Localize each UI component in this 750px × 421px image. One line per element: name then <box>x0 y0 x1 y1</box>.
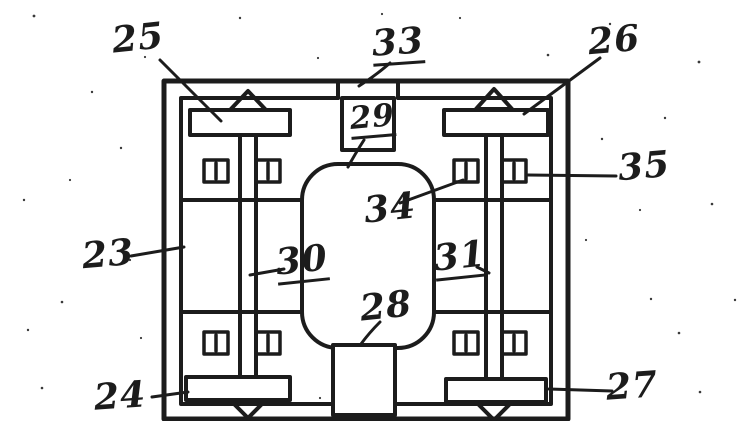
leader-33 <box>357 61 392 88</box>
ref-label-31: 31 <box>431 232 489 282</box>
top-bar-left <box>188 108 292 137</box>
leader-35 <box>526 173 618 178</box>
leader-30 <box>248 267 286 277</box>
square-29 <box>340 96 396 152</box>
leader-27 <box>547 387 614 393</box>
leader-28 <box>359 320 382 346</box>
leader-24 <box>150 390 190 399</box>
ref-label-28: 28 <box>357 282 415 330</box>
ref-label-26: 26 <box>586 16 642 64</box>
leader-31 <box>475 265 491 275</box>
leader-29 <box>346 138 366 169</box>
ref-label-34: 34 <box>361 184 419 232</box>
leader-lines <box>129 56 618 399</box>
inner-wall <box>179 96 553 406</box>
leader-25 <box>158 58 223 123</box>
ref-label-24: 24 <box>92 373 148 419</box>
ref-label-35: 35 <box>616 142 672 190</box>
ref-label-23: 23 <box>80 230 136 278</box>
ref-label-30: 30 <box>273 236 331 286</box>
clamp-blocks <box>202 158 528 356</box>
ref-label-25: 25 <box>109 14 167 62</box>
ref-label-29: 29 <box>348 97 397 140</box>
triangle-top-right <box>474 87 514 111</box>
leader-23 <box>129 245 186 258</box>
leader-34 <box>398 178 465 205</box>
scan-noise-dots <box>22 12 737 400</box>
triangle-bottom-right <box>474 400 514 421</box>
square-28 <box>331 343 397 417</box>
rail-right <box>484 133 504 381</box>
bottom-bar-right <box>444 377 548 404</box>
ref-label-27: 27 <box>604 363 660 409</box>
ref-label-33: 33 <box>370 19 426 67</box>
triangle-bottom-left <box>228 398 268 420</box>
top-bar-right <box>442 108 550 137</box>
top-notch <box>336 79 400 100</box>
leader-26 <box>522 56 602 116</box>
rail-left <box>238 133 258 379</box>
triangle-top-left <box>228 89 268 112</box>
bottom-bar-left <box>184 375 292 402</box>
